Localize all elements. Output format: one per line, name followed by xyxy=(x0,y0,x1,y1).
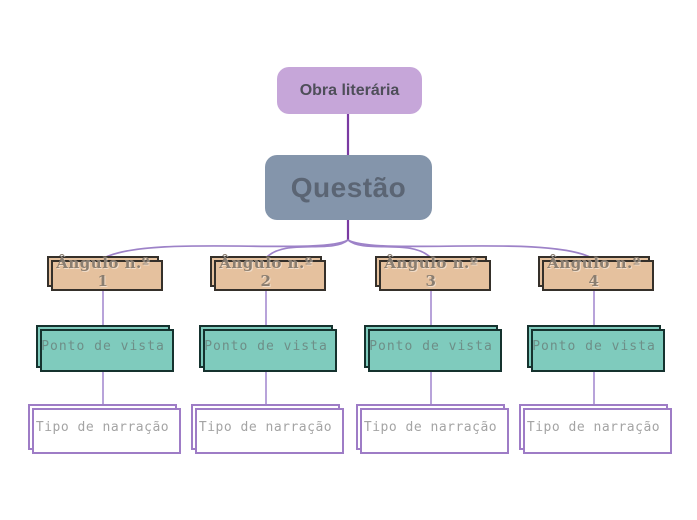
node-angulo-4-label: Ângulo n.º 4 xyxy=(547,253,641,290)
node-tipo-de-narracao-4[interactable]: Tipo de narração xyxy=(519,404,668,450)
node-angulo-1-label: Ângulo n.º 1 xyxy=(56,253,150,290)
node-obra-literaria[interactable]: Obra literária xyxy=(277,67,422,114)
node-obra-literaria-label: Obra literária xyxy=(299,81,400,99)
node-angulo-3[interactable]: Ângulo n.º 3 xyxy=(375,253,487,290)
node-angulo-4[interactable]: Ângulo n.º 4 xyxy=(538,253,650,290)
node-questao-label: Questão xyxy=(290,171,407,203)
node-angulo-2-label: Ângulo n.º 2 xyxy=(219,253,313,290)
node-tipo-de-narracao-2[interactable]: Tipo de narração xyxy=(191,404,340,450)
node-ponto-de-vista-2-label: Ponto de vista xyxy=(204,339,328,354)
node-tipo-de-narracao-3[interactable]: Tipo de narração xyxy=(356,404,505,450)
connector-fan-branch-2 xyxy=(265,239,349,259)
node-ponto-de-vista-4-label: Ponto de vista xyxy=(532,339,656,354)
node-angulo-1[interactable]: Ângulo n.º 1 xyxy=(47,253,159,290)
node-tipo-de-narracao-2-label: Tipo de narração xyxy=(198,419,333,435)
connector-fan-branch-4 xyxy=(347,239,593,259)
node-ponto-de-vista-1[interactable]: Ponto de vista xyxy=(36,325,170,368)
node-tipo-de-narracao-4-label: Tipo de narração xyxy=(526,419,661,435)
node-ponto-de-vista-1-label: Ponto de vista xyxy=(41,339,165,354)
node-ponto-de-vista-2[interactable]: Ponto de vista xyxy=(199,325,333,368)
node-tipo-de-narracao-1-label: Tipo de narração xyxy=(35,419,170,435)
node-ponto-de-vista-3-label: Ponto de vista xyxy=(369,339,493,354)
node-angulo-3-label: Ângulo n.º 3 xyxy=(384,253,478,290)
node-tipo-de-narracao-1[interactable]: Tipo de narração xyxy=(28,404,177,450)
node-ponto-de-vista-3[interactable]: Ponto de vista xyxy=(364,325,498,368)
node-angulo-2[interactable]: Ângulo n.º 2 xyxy=(210,253,322,290)
node-tipo-de-narracao-3-label: Tipo de narração xyxy=(363,419,498,435)
node-questao[interactable]: Questão xyxy=(265,155,432,220)
node-ponto-de-vista-4[interactable]: Ponto de vista xyxy=(527,325,661,368)
connector-fan-branch-1 xyxy=(103,239,349,259)
